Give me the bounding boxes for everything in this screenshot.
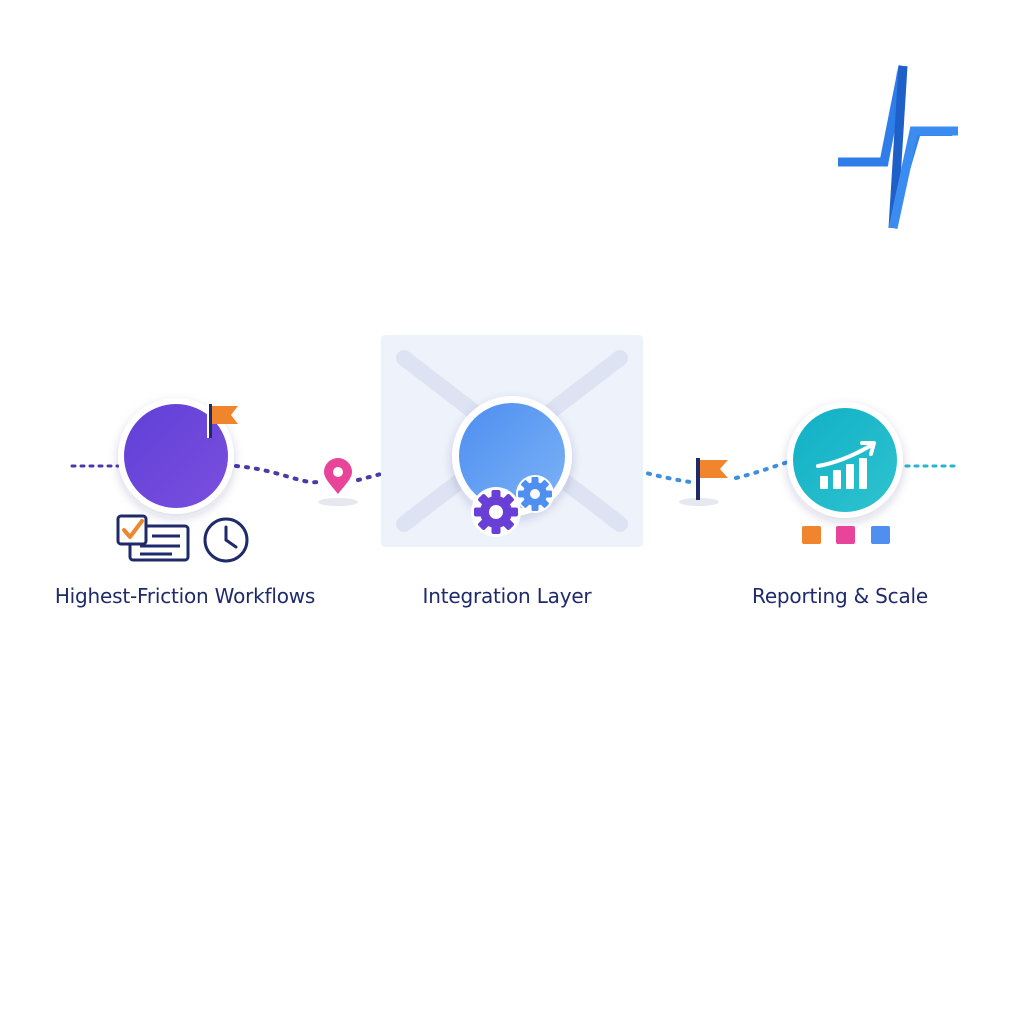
milestone-flag-icon [679,458,728,506]
stage-1-label: Highest-Friction Workflows [54,584,316,608]
gears-icon [471,475,554,537]
flag-icon [207,404,238,438]
lightning-pulse-logo-icon [838,65,958,229]
bar-chart-growth-icon [816,441,876,489]
stage-3-label: Reporting & Scale [752,584,928,608]
stage-2-label: Integration Layer [422,584,592,608]
clock-icon [203,517,249,563]
map-pin-icon [318,458,358,506]
color-squares-icon [802,526,890,544]
stage-1-node [116,398,249,563]
stage-2-node [381,335,643,547]
checklist-icon [116,514,190,562]
stage-3-node [787,402,903,544]
